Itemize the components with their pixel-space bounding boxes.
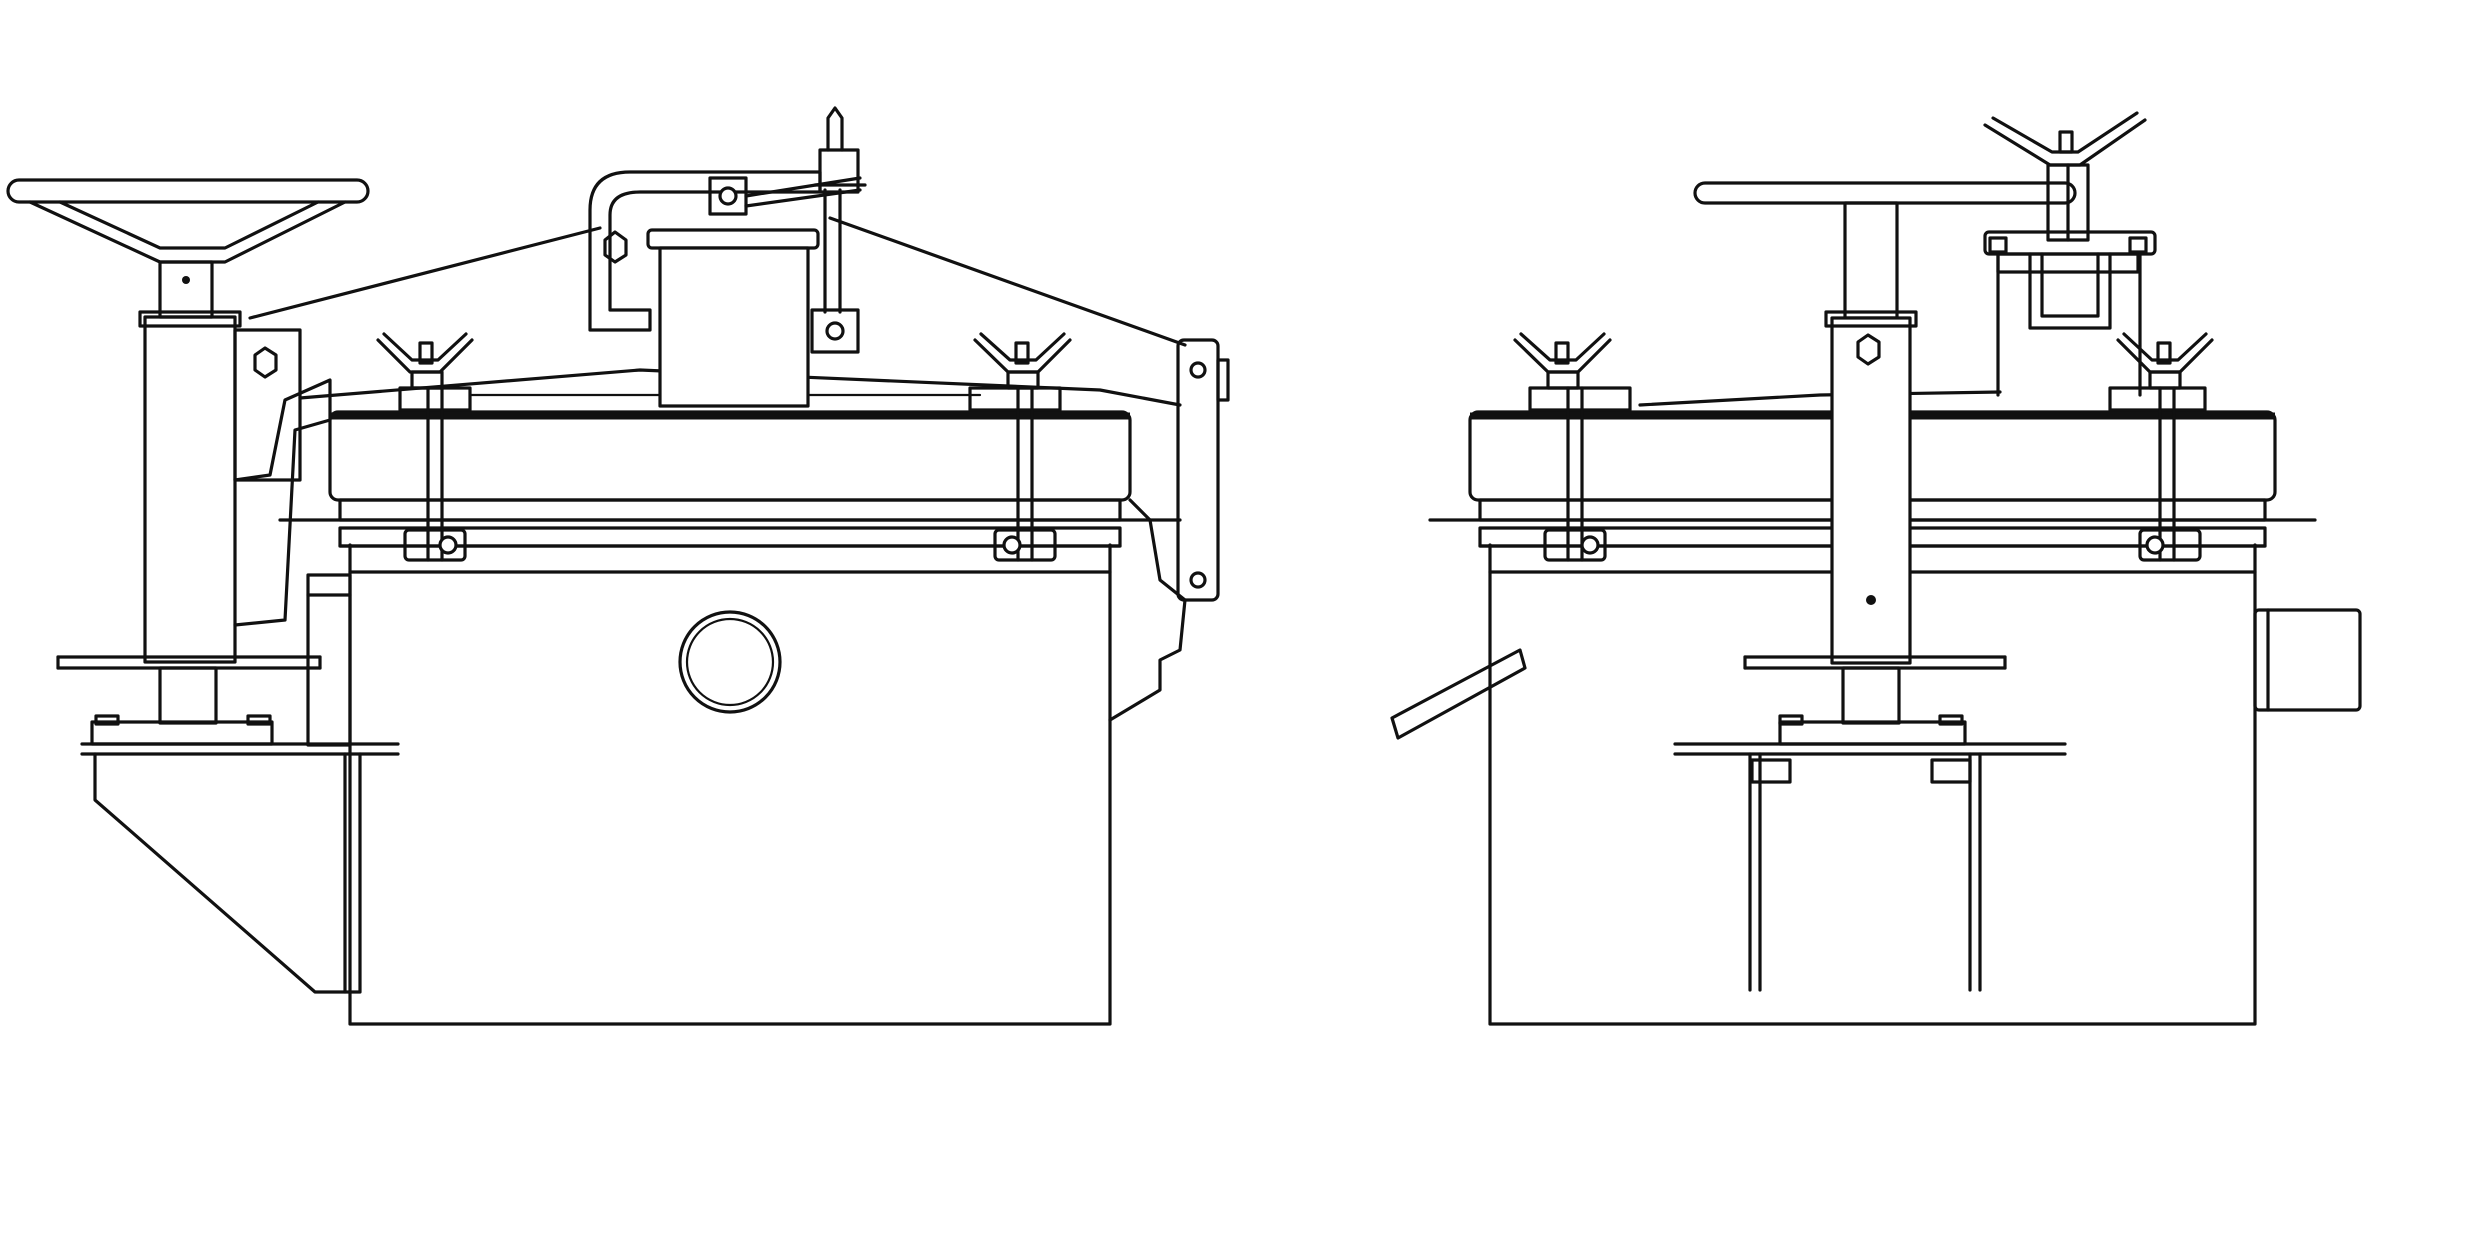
front-top-clamp xyxy=(1983,111,2157,397)
front-view xyxy=(1390,111,2362,1026)
side-sight-port xyxy=(678,610,782,714)
front-wing-nut-right xyxy=(2108,332,2214,562)
side-tank-body xyxy=(348,543,1112,1026)
side-wing-nut-left xyxy=(376,332,474,562)
side-lid-flange xyxy=(278,410,1182,548)
side-handwheel xyxy=(6,178,400,994)
front-wing-nut-left xyxy=(1513,332,1632,562)
front-handwheel xyxy=(1673,181,2077,992)
side-clamp-bracket xyxy=(588,106,867,408)
side-wing-nut-right xyxy=(968,332,1072,562)
side-hinge-arm xyxy=(1108,338,1230,722)
front-drain-pipe xyxy=(1390,648,1527,740)
side-view xyxy=(6,106,1230,1026)
front-tank-body xyxy=(1488,543,2362,1026)
